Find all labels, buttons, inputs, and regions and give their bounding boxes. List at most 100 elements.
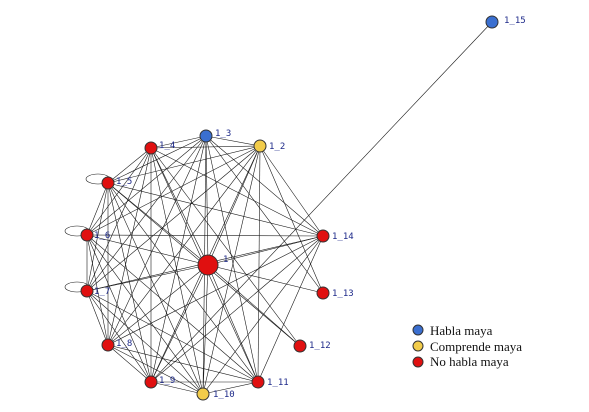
edge-1-1-6 xyxy=(86,234,209,266)
edge-1-4-1-6 xyxy=(86,147,152,236)
edge-1-2-1-11 xyxy=(257,145,261,383)
edge-1-1-7 xyxy=(86,264,209,292)
edge-1-3-1-5 xyxy=(107,135,207,184)
node-1-3 xyxy=(199,129,213,143)
edge-1-4-1-5 xyxy=(107,147,152,184)
node-1-14 xyxy=(316,229,330,243)
legend-marker-habla xyxy=(412,324,424,336)
node-1-2 xyxy=(253,139,267,153)
node-label-1-3: 1_3 xyxy=(215,129,231,139)
legend-label-habla: Habla maya xyxy=(430,323,493,338)
node-label-1-4: 1_4 xyxy=(159,141,175,151)
edge-1-6-1-8 xyxy=(86,234,109,346)
edge-1-1-9 xyxy=(150,264,209,383)
legend-label-comprende: Comprende maya xyxy=(430,339,522,354)
node-label-1-9: 1_9 xyxy=(159,376,175,386)
edge-1-2-1-4 xyxy=(150,145,261,149)
legend: Habla maya Comprende maya No habla maya xyxy=(412,323,522,369)
edge-1-4-1-10 xyxy=(150,147,204,395)
edge-1-8-1-11 xyxy=(107,344,259,383)
edge-1-8-1-9 xyxy=(107,344,152,383)
edge-1-1-10 xyxy=(202,264,209,395)
legend-label-no-habla: No habla maya xyxy=(430,354,509,369)
edge-1-2-1-8 xyxy=(107,145,261,346)
edge-1-6-1-10 xyxy=(86,234,204,395)
nodes xyxy=(80,15,499,401)
edge-1-8-1-14 xyxy=(107,235,324,346)
edge-1-11-1-14 xyxy=(257,235,324,383)
edge-1-15-1-9 xyxy=(150,21,493,383)
edge-1-7-1-8 xyxy=(86,290,109,346)
edge-1-4-1-7 xyxy=(86,147,152,292)
node-1 xyxy=(197,254,219,276)
edge-1-2-1-10 xyxy=(202,145,261,395)
edge-1-9-1-10 xyxy=(150,381,204,395)
edge-1-3-1-6 xyxy=(86,135,207,236)
node-1-10 xyxy=(196,387,210,401)
edge-1-1-5 xyxy=(107,182,209,266)
edge-1-5-1-7 xyxy=(86,182,109,292)
edge-1-7-1-11 xyxy=(86,290,259,383)
edge-1-5-1-10 xyxy=(107,182,204,395)
edge-1-1-12 xyxy=(207,264,301,347)
edge-1-6-1-14 xyxy=(86,234,324,237)
node-label-1: 1 xyxy=(223,255,228,265)
node-label-1-13: 1_13 xyxy=(332,289,354,299)
edge-1-2-1-3 xyxy=(205,135,261,147)
edge-1-3-1-8 xyxy=(107,135,207,346)
node-1-15 xyxy=(485,15,499,29)
node-1-11 xyxy=(251,375,265,389)
edge-1-5-1-11 xyxy=(107,182,259,383)
edge-1-6-1-11 xyxy=(86,234,259,383)
node-1-5 xyxy=(101,176,115,190)
node-label-1-8: 1_8 xyxy=(116,339,132,349)
node-1-7 xyxy=(80,284,94,298)
edge-1-2-1-13 xyxy=(259,145,324,294)
edge-1-3-1-14 xyxy=(205,135,324,237)
edge-1-7-1-10 xyxy=(86,290,204,395)
node-label-1-12: 1_12 xyxy=(309,341,331,351)
node-label-1-11: 1_11 xyxy=(267,378,289,388)
edge-1-10-1-14 xyxy=(202,235,324,395)
node-label-1-7: 1_7 xyxy=(94,287,110,297)
edge-1-6-1-9 xyxy=(86,234,152,383)
node-1-4 xyxy=(144,141,158,155)
edge-1-3-1-4 xyxy=(150,135,207,149)
node-label-1-5: 1_5 xyxy=(116,177,132,187)
edge-1-1-4 xyxy=(150,147,209,266)
edge-1-3-1-7 xyxy=(86,135,207,292)
edge-1-10-1-11 xyxy=(202,381,259,395)
node-label-1-15: 1_15 xyxy=(504,16,526,26)
edge-1-9-1-14 xyxy=(150,235,324,383)
edge-1-5-1-9 xyxy=(107,182,152,383)
edge-1-1-13 xyxy=(207,264,324,294)
edge-1-1-14 xyxy=(207,235,324,266)
legend-marker-comprende xyxy=(412,340,424,352)
edge-1-4-1-14 xyxy=(150,147,324,237)
edge-1-4-1-12 xyxy=(150,147,301,347)
node-1-13 xyxy=(316,286,330,300)
node-1-8 xyxy=(101,338,115,352)
edge-1-4-1-8 xyxy=(107,147,152,346)
edge-1-5-1-14 xyxy=(107,182,324,237)
node-1-12 xyxy=(293,339,307,353)
edge-1-1-8 xyxy=(107,264,209,346)
edge-1-1-2 xyxy=(207,145,261,266)
edge-1-3-1-9 xyxy=(150,135,207,383)
node-labels: 11_21_31_41_51_61_71_81_91_101_111_121_1… xyxy=(94,16,526,400)
edge-1-8-1-10 xyxy=(107,344,204,395)
edge-1-1-11 xyxy=(207,264,259,383)
node-1-6 xyxy=(80,228,94,242)
edge-1-3-1-13 xyxy=(205,135,324,294)
edge-1-7-1-9 xyxy=(86,290,152,383)
node-1-9 xyxy=(144,375,158,389)
node-label-1-10: 1_10 xyxy=(213,390,235,400)
node-label-1-2: 1_2 xyxy=(269,142,285,152)
node-label-1-14: 1_14 xyxy=(332,232,354,242)
legend-marker-no-habla xyxy=(412,356,424,368)
edge-1-2-1-14 xyxy=(259,145,324,237)
edge-1-5-1-6 xyxy=(86,182,109,236)
edge-1-3-1-11 xyxy=(205,135,259,383)
edge-1-1-3 xyxy=(205,135,209,266)
